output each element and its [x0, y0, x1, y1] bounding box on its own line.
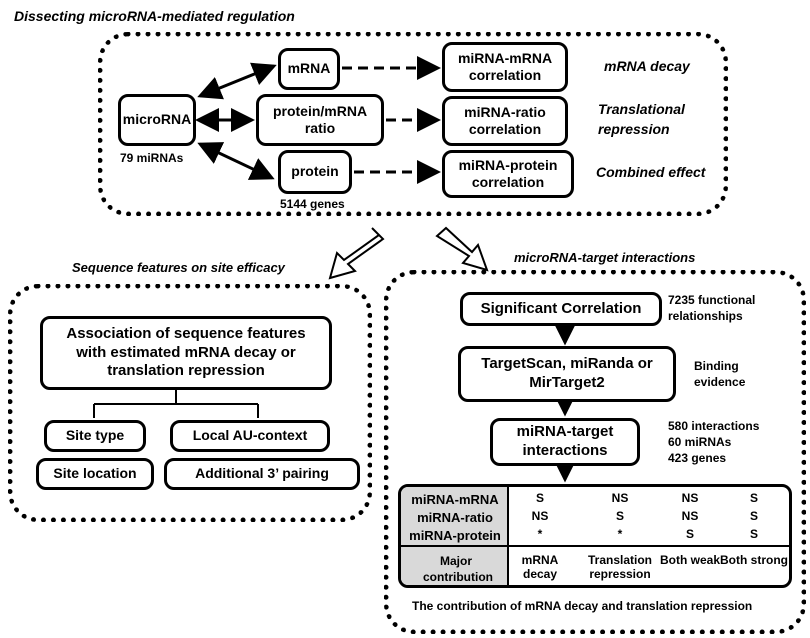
- interactions-box: miRNA-target interactions: [490, 418, 640, 466]
- contribution-translation: Translation repression: [587, 553, 652, 581]
- table-cell: *: [617, 527, 623, 541]
- hollow-arrow-left: [328, 227, 385, 280]
- table-cell: S: [685, 527, 694, 541]
- mirna-count: 79 miRNAs: [120, 151, 184, 165]
- corr-ratio-box: miRNA-ratio correlation: [442, 96, 568, 146]
- top-section-border: [98, 32, 728, 216]
- left-section-title: Sequence features on site efficacy: [72, 260, 285, 275]
- binding-evidence: Binding evidence: [694, 359, 746, 390]
- gene-count: 5144 genes: [280, 197, 345, 211]
- top-section-title: Dissecting microRNA-mediated regulation: [14, 8, 295, 24]
- contribution-table: miRNA-mRNA miRNA-ratio miRNA-protein S N…: [398, 484, 792, 588]
- table-divider: [401, 545, 789, 547]
- contribution-decay: mRNA decay: [521, 553, 559, 581]
- local-au-box: Local AU-context: [170, 420, 330, 452]
- right-section-title: microRNA-target interactions: [514, 250, 696, 265]
- effect-combined: Combined effect: [596, 164, 706, 180]
- row-label-ratio: miRNA-ratio: [417, 510, 493, 525]
- functional-relationships: 7235 functional relationships: [668, 293, 756, 324]
- effect-decay: mRNA decay: [604, 58, 690, 74]
- stat-interactions: 580 interactions: [668, 419, 760, 433]
- effect-translation: Translational repression: [598, 101, 685, 137]
- additional-pairing-box: Additional 3’ pairing: [164, 458, 360, 490]
- targetscan-box: TargetScan, miRanda or MirTarget2: [458, 346, 676, 402]
- arrow-microrna-mrna: [197, 62, 277, 100]
- left-section-border: [8, 284, 372, 522]
- table-cell: S: [749, 527, 758, 541]
- table-caption: The contribution of mRNA decay and trans…: [412, 599, 753, 613]
- mrna-box: mRNA: [278, 48, 340, 90]
- table-cell: S: [749, 491, 758, 505]
- contribution-weak: Both weak: [659, 553, 720, 567]
- stat-genes: 423 genes: [668, 451, 727, 466]
- table-cell: *: [537, 527, 543, 541]
- table-cell: S: [615, 509, 624, 523]
- site-type-box: Site type: [44, 420, 146, 452]
- association-box: Association of sequence features with es…: [40, 316, 332, 390]
- table-cell: NS: [611, 491, 629, 505]
- contribution-strong: Both strong: [720, 553, 788, 567]
- major-contribution-label: Major contribution: [423, 554, 493, 585]
- ratio-box: protein/mRNA ratio: [256, 94, 384, 146]
- stat-mirnas: 60 miRNAs: [668, 435, 732, 450]
- table-cell: NS: [681, 491, 699, 505]
- significant-correlation-box: Significant Correlation: [460, 292, 662, 326]
- arrow-microrna-protein: [197, 142, 275, 180]
- row-label-mrna: miRNA-mRNA: [411, 492, 499, 507]
- hollow-arrow-right: [435, 226, 489, 272]
- corr-protein-box: miRNA-protein correlation: [442, 150, 574, 198]
- interaction-stats: 580 interactions 60 miRNAs 423 genes: [668, 418, 759, 467]
- table-column-divider: [507, 487, 509, 585]
- site-location-box: Site location: [36, 458, 154, 490]
- table-cell: S: [749, 509, 758, 523]
- row-label-protein: miRNA-protein: [409, 528, 501, 543]
- microrna-box: microRNA: [118, 94, 196, 146]
- protein-box: protein: [278, 150, 352, 194]
- corr-mrna-box: miRNA-mRNA correlation: [442, 42, 568, 92]
- table-cell: NS: [531, 509, 549, 523]
- table-cell: NS: [681, 509, 699, 523]
- table-row-header-column: [401, 487, 507, 585]
- table-cell: S: [535, 491, 544, 505]
- right-section-border: [384, 270, 806, 634]
